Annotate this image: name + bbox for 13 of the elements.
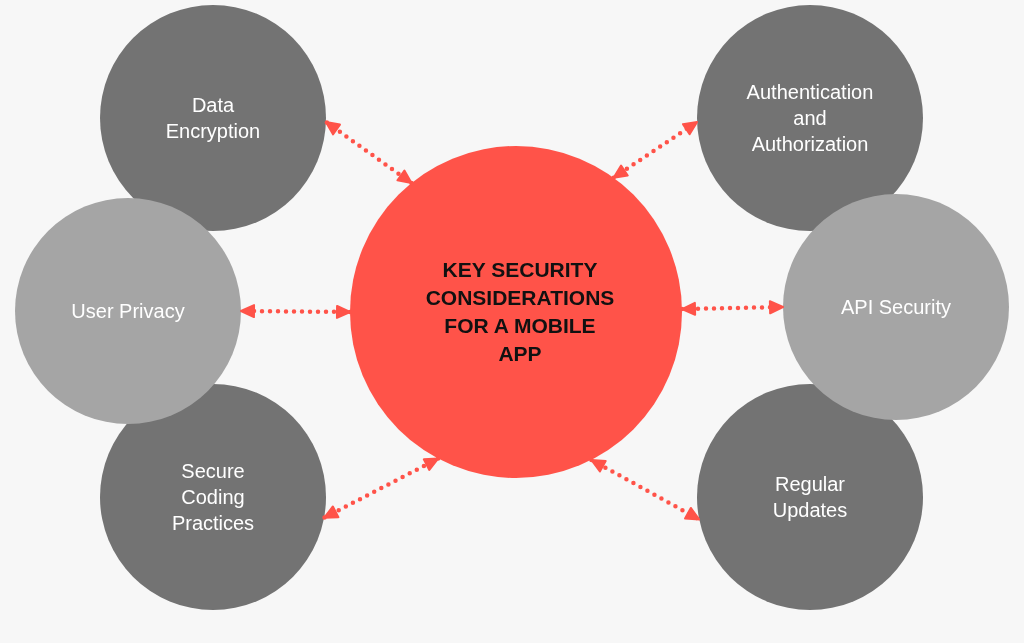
topic-label: Regular Updates [771,472,849,523]
topic-label: Data Encryption [164,93,262,144]
topic-label: API Security [840,295,951,320]
double-headed-arrow [323,119,414,186]
double-headed-arrow [321,456,441,521]
topic-label: Secure Coding Practices [170,459,256,536]
double-headed-arrow [611,119,700,180]
double-headed-arrow [238,304,353,319]
central-topic-label: KEY SECURITY CONSIDERATIONS FOR A MOBILE APP [424,257,616,367]
double-headed-arrow [589,457,702,522]
topic-label: Authentication and Authorization [745,80,875,157]
double-headed-arrow [679,300,786,316]
topic-label: User Privacy [71,299,185,324]
